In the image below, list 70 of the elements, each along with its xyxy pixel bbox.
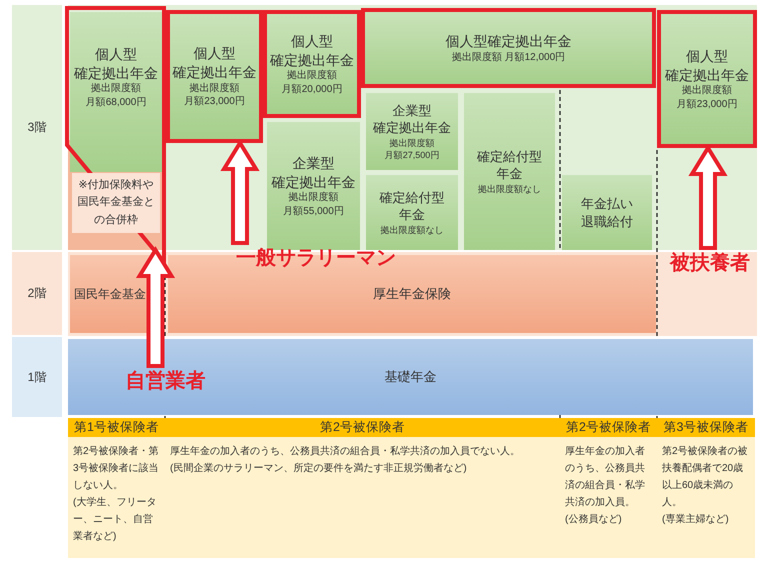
description-text: 厚生年金の加入者のうち、公務員共済の組合員・私学共済の加入員でない人。 — [169, 444, 521, 459]
plan-box — [562, 175, 652, 250]
limit-text: 月額20,000円 — [282, 82, 342, 96]
floor-label: 3階 — [28, 119, 46, 136]
plan-name: 確定拠出年金 — [172, 63, 256, 82]
plan-name: 確定拠出年金 — [665, 66, 749, 84]
limit-text: 拠出限度額 — [682, 84, 732, 98]
plan-name: 確定拠出年金 — [270, 50, 354, 70]
pension-band — [68, 339, 753, 415]
category-column — [657, 418, 755, 558]
plan-name: 個人型確定拠出年金 — [446, 32, 572, 51]
description-text: (専業主婦など) — [661, 512, 730, 527]
group-label: 自営業者 — [126, 368, 206, 394]
limit-text: 拠出限度額なし — [478, 182, 541, 196]
column-header: 第2号被保険者 — [560, 418, 657, 437]
plan-name: 確定給付型 — [477, 148, 542, 166]
plan-name: 確定拠出年金 — [272, 172, 356, 192]
block-arrow — [136, 246, 176, 368]
description-text: 第2号被保険者の被扶養配偶者で20歳以上60歳未満の人。 — [661, 444, 749, 510]
highlight-outline — [67, 8, 164, 262]
plan-name: 確定拠出年金 — [74, 64, 158, 82]
plan-name: 企業型 — [292, 154, 334, 172]
column-header: 第2号被保険者 — [165, 418, 560, 437]
description-text: (大学生、フリーター、ニート、自営業者など) — [72, 496, 158, 544]
plan-name: 厚生年金保険 — [373, 285, 451, 303]
group-label: 一般サラリーマン — [236, 246, 396, 270]
limit-text: 月額55,000円 — [283, 204, 344, 218]
plan-name: 企業型 — [392, 102, 432, 120]
column-header: 第1号被保険者 — [68, 418, 165, 437]
floor-label: 1階 — [28, 368, 46, 386]
plan-name: 個人型 — [194, 44, 236, 63]
plan-box — [366, 93, 458, 170]
limit-text: ※付加保険料や国民年金基金との合併枠 — [76, 178, 156, 228]
description-text: 厚生年金の加入者のうち、公務員共済の組合員・私学共済の加入員。 — [564, 444, 646, 510]
limit-text: 月額23,000円 — [676, 98, 738, 112]
plan-name: 個人型 — [291, 32, 333, 50]
limit-text: 拠出限度額 — [288, 191, 338, 205]
plan-name: 個人型 — [686, 46, 728, 66]
plan-name: 年金 — [496, 165, 522, 183]
floor-band — [12, 337, 62, 417]
plan-name: 基礎年金 — [384, 368, 436, 386]
highlighted-plan-box — [657, 10, 757, 148]
limit-text: 拠出限度額 — [287, 69, 337, 83]
plan-name: 確定給付型 — [380, 188, 444, 206]
column-header: 第3号被保険者 — [657, 418, 755, 437]
highlighted-plan-box — [361, 8, 656, 88]
limit-text: 拠出限度額なし — [380, 224, 444, 236]
limit-text: 拠出限度額 — [390, 136, 434, 150]
plan-name: 年金 — [399, 206, 425, 224]
plan-box — [464, 93, 555, 250]
description-text: (公務員など) — [564, 512, 623, 527]
description-text: (民間企業のサラリーマン、所定の要件を満たす非正規労働者など) — [169, 462, 468, 476]
floor-band — [12, 252, 62, 335]
description-text: 第2号被保険者・第3号被保険者に該当しない人。 — [72, 444, 160, 493]
limit-text: 月額27,500円 — [384, 149, 440, 162]
plan-name: 退職給付 — [581, 212, 633, 230]
plan-name: 確定拠出年金 — [373, 119, 451, 137]
limit-text: 月額68,000円 — [86, 96, 146, 110]
plan-name: 国民年金基金 — [73, 286, 146, 302]
limit-text: 拠出限度額 月額12,000円 — [452, 50, 566, 64]
category-column — [68, 418, 165, 558]
limit-text: 月額23,000円 — [184, 95, 245, 109]
floor-band — [12, 5, 62, 250]
limit-text: 拠出限度額 — [190, 82, 240, 96]
limit-text: 拠出限度額 — [91, 82, 141, 96]
plan-box — [366, 175, 458, 250]
floor-label: 2階 — [28, 285, 46, 302]
plan-name: 個人型 — [95, 44, 137, 64]
group-label: 被扶養者 — [670, 250, 750, 276]
plan-name: 年金払い — [581, 194, 633, 212]
